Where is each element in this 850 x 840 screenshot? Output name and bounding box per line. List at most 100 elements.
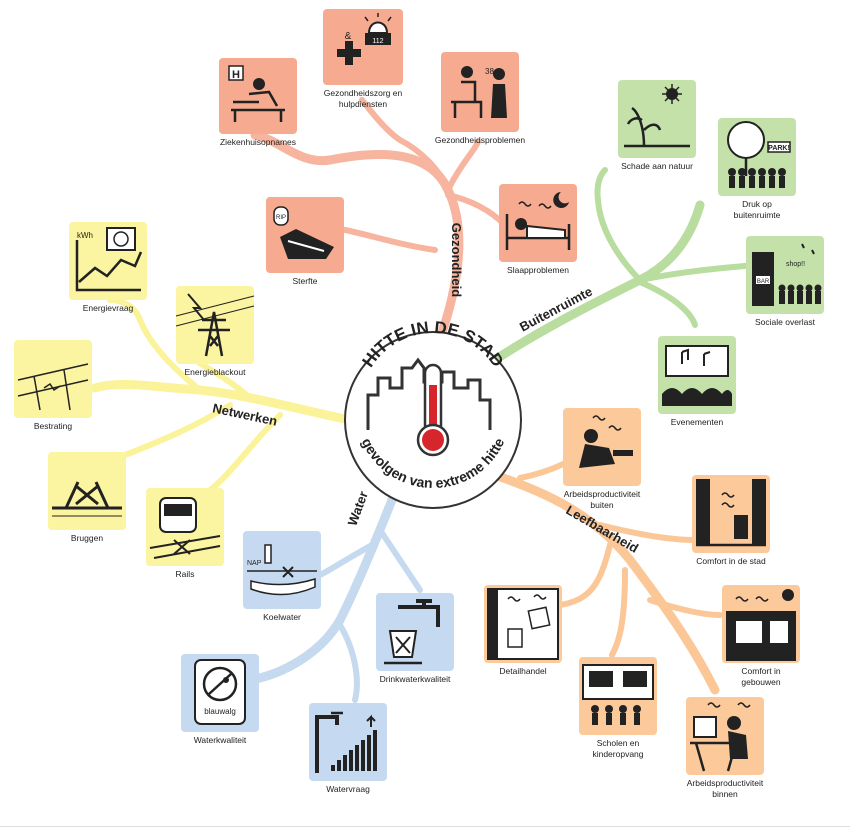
tile-label: Bestrating bbox=[34, 421, 73, 431]
tile-label: Druk op bbox=[742, 199, 772, 209]
tile-power-pylon: Energieblackout bbox=[175, 286, 255, 377]
tile-label: Sterfte bbox=[292, 276, 317, 286]
tile-label: Bruggen bbox=[71, 533, 103, 543]
svg-text:RIP: RIP bbox=[276, 215, 286, 221]
tile-label: Detailhandel bbox=[499, 666, 546, 676]
tile-background bbox=[499, 184, 577, 262]
svg-text:kWh: kWh bbox=[77, 231, 93, 240]
tile-label: Schade aan natuur bbox=[621, 161, 693, 171]
tile-doctor-patient: 38+ Gezondheidsproblemen bbox=[435, 52, 526, 145]
svg-text:BAR: BAR bbox=[757, 279, 770, 285]
tile-label: Watervraag bbox=[326, 784, 370, 794]
tile-hospital-bed: H Ziekenhuisopnames bbox=[219, 58, 297, 147]
branch-netwerken bbox=[90, 297, 355, 493]
svg-text:&: & bbox=[345, 31, 352, 42]
tap-glass-icon bbox=[384, 599, 440, 665]
tile-label: Comfort in de stad bbox=[696, 556, 766, 566]
tile-hot-shop: Detailhandel bbox=[484, 585, 562, 676]
svg-text:shop!!: shop!! bbox=[786, 261, 805, 268]
stuck-bridge-icon bbox=[52, 481, 122, 517]
divider bbox=[0, 826, 850, 827]
no-swimming-sign-icon: blauwalg bbox=[194, 659, 246, 725]
tap-demand-icon bbox=[315, 711, 377, 773]
power-pylon-icon bbox=[175, 293, 255, 357]
tile-concert-crowd: Evenementen bbox=[658, 336, 736, 427]
svg-text:NAP: NAP bbox=[247, 560, 262, 567]
tile-label: Energievraag bbox=[83, 303, 134, 313]
tile-background bbox=[441, 52, 519, 132]
tile-background bbox=[48, 452, 126, 530]
cooling-water-icon: NAP bbox=[247, 544, 317, 596]
tile-label: Evenementen bbox=[671, 417, 724, 427]
center-hub: HITTE IN DE STAD gevolgen van extreme hi… bbox=[344, 318, 522, 509]
tile-label: binnen bbox=[712, 789, 738, 799]
tile-background bbox=[14, 340, 92, 418]
noisy-bar-icon: BAR shop!! bbox=[752, 243, 822, 306]
hot-shop-icon bbox=[487, 588, 559, 660]
tile-label: Rails bbox=[176, 569, 195, 579]
first-aid-siren-icon: 112& bbox=[337, 13, 392, 65]
tile-label: Energieblackout bbox=[185, 367, 247, 377]
tile-label: Waterkwaliteit bbox=[194, 735, 247, 745]
concert-crowd-icon bbox=[662, 345, 732, 406]
outdoor-worker-icon bbox=[579, 415, 633, 468]
tile-label: Koelwater bbox=[263, 612, 301, 622]
tile-cracked-pavement: Bestrating bbox=[14, 340, 92, 431]
branch-gezondheid bbox=[250, 97, 508, 357]
tile-label: hulpdiensten bbox=[339, 99, 387, 109]
tile-label: Sociale overlast bbox=[755, 317, 816, 327]
tile-label: Gezondheidszorg en bbox=[324, 88, 403, 98]
tile-background bbox=[692, 475, 770, 553]
cracked-pavement-icon bbox=[17, 363, 89, 411]
branch-water bbox=[245, 475, 423, 703]
tile-tap-demand: Watervraag bbox=[309, 703, 387, 794]
hospital-bed-icon: H bbox=[228, 65, 285, 122]
svg-text:PARK!: PARK! bbox=[768, 145, 790, 152]
tile-label: Arbeidsproductiviteit bbox=[564, 489, 641, 499]
branch-leefbaarheid bbox=[475, 442, 723, 695]
tile-background bbox=[176, 286, 254, 364]
tile-label: Ziekenhuisopnames bbox=[220, 137, 296, 147]
indoor-worker-icon bbox=[690, 702, 751, 772]
branch-label-gezondheid: Gezondheid bbox=[449, 223, 464, 297]
tiles: H Ziekenhuisopnames 112&Gezondheidszorg en… bbox=[14, 9, 824, 799]
branch-label-water: Water bbox=[345, 489, 371, 528]
tile-label: gebouwen bbox=[741, 677, 781, 687]
branch-buitenruimte bbox=[490, 167, 748, 365]
tile-tap-glass: Drinkwaterkwaliteit bbox=[376, 593, 454, 684]
tile-bed-moon: Slaapproblemen bbox=[499, 184, 577, 275]
crowded-park-icon: PARK! bbox=[727, 121, 791, 188]
tile-label: kinderopvang bbox=[592, 749, 643, 759]
tile-label: Scholen en bbox=[597, 738, 640, 748]
tile-label: Gezondheidsproblemen bbox=[435, 135, 526, 145]
tile-label: Slaapproblemen bbox=[507, 265, 569, 275]
svg-text:H: H bbox=[232, 69, 240, 81]
tile-label: Comfort in bbox=[741, 666, 780, 676]
tile-wilted-plant: Schade aan natuur bbox=[618, 80, 696, 171]
tile-label: Drinkwaterkwaliteit bbox=[380, 674, 451, 684]
svg-text:blauwalg: blauwalg bbox=[204, 707, 236, 716]
tile-background bbox=[243, 531, 321, 609]
tile-noisy-bar: BAR shop!! Sociale overlast bbox=[746, 236, 824, 327]
tile-hot-street: Comfort in de stad bbox=[692, 475, 770, 566]
hot-building-icon bbox=[726, 589, 796, 661]
tile-label: buitenruimte bbox=[734, 210, 781, 220]
airco-graph-icon: kWh bbox=[75, 227, 143, 292]
bed-moon-icon bbox=[505, 192, 571, 250]
train-rails-icon bbox=[149, 497, 221, 559]
thermometer-icon bbox=[416, 363, 450, 457]
school-children-icon bbox=[582, 664, 654, 725]
tile-label: buiten bbox=[590, 500, 613, 510]
doctor-patient-icon: 38+ bbox=[451, 66, 507, 118]
tile-train-rails: Rails bbox=[146, 488, 224, 579]
svg-text:38+: 38+ bbox=[485, 67, 499, 76]
